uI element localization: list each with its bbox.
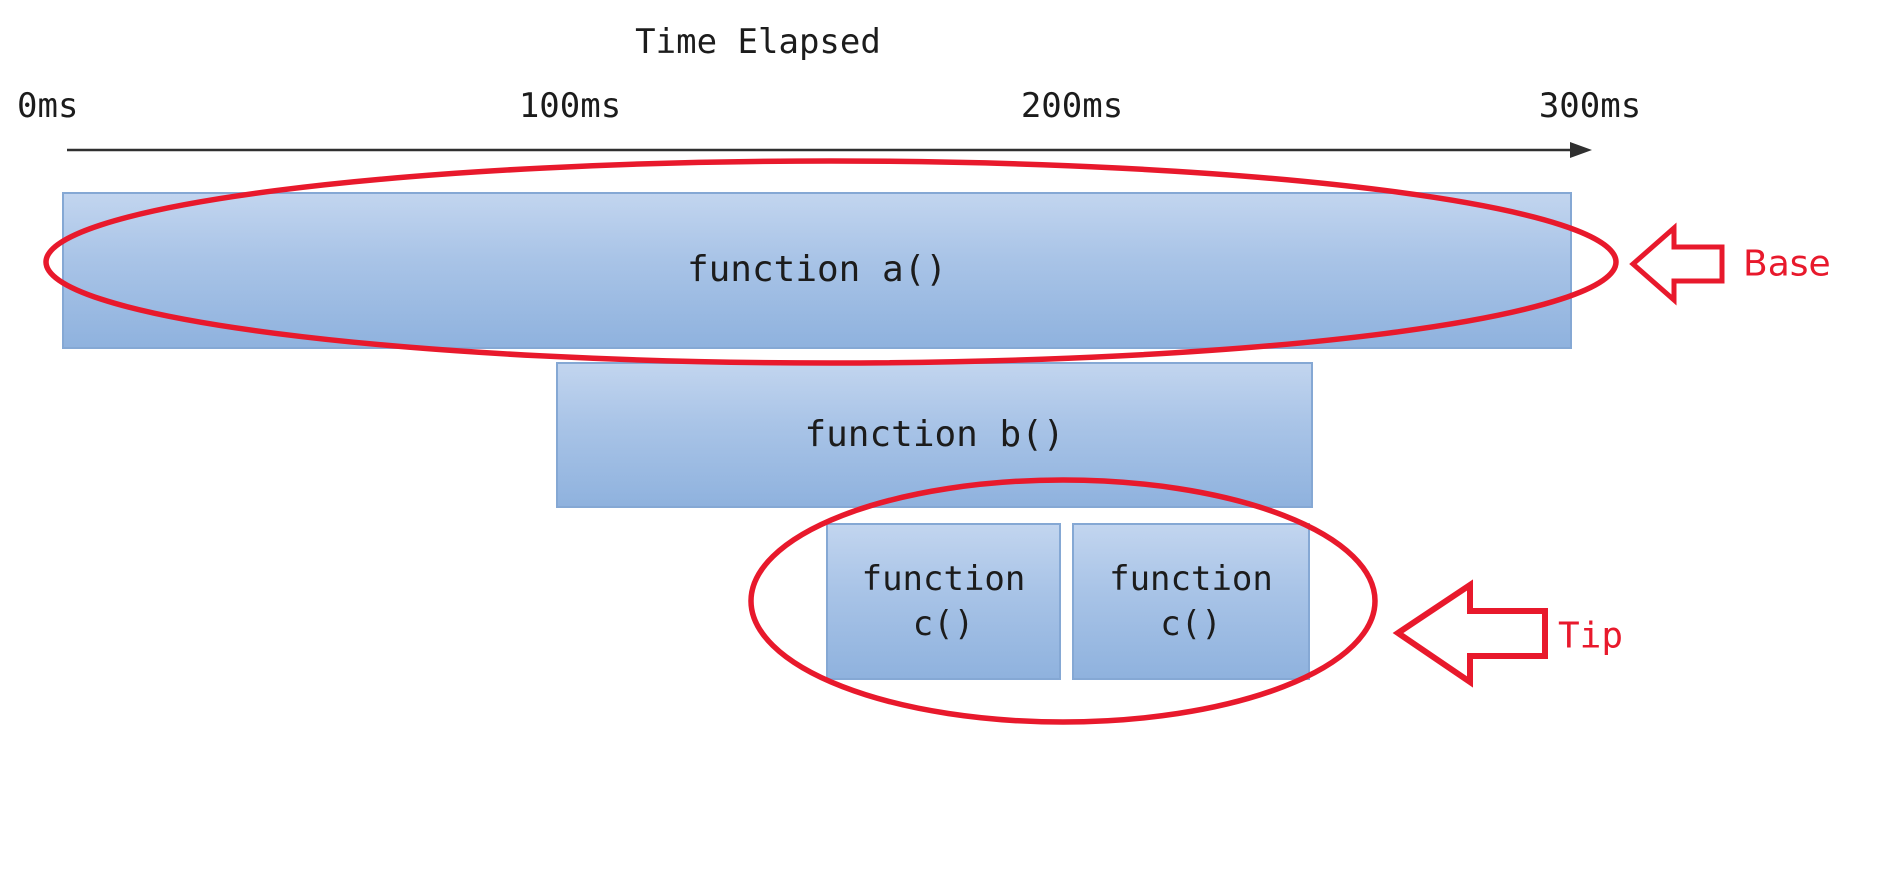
axis-tick-200ms: 200ms — [1020, 86, 1124, 126]
axis-tick-100ms: 100ms — [518, 86, 622, 126]
axis-arrowhead-icon — [1570, 142, 1592, 158]
time-axis-arrow — [67, 142, 1592, 158]
axis-tick-300ms: 300ms — [1538, 86, 1642, 126]
bar-function-b-label: function b() — [804, 413, 1065, 455]
base-arrow-icon — [1629, 222, 1725, 306]
axis-tick-0ms: 0ms — [17, 86, 79, 126]
bar-function-c-first: function c() — [826, 523, 1061, 680]
base-label: Base — [1743, 243, 1831, 285]
tip-label: Tip — [1558, 615, 1624, 657]
axis-title: Time Elapsed — [635, 22, 881, 62]
bar-function-a-label: function a() — [686, 249, 948, 291]
bar-function-c-second-label: function c() — [1109, 559, 1273, 644]
bar-function-b: function b() — [556, 362, 1313, 508]
bar-function-c-first-label: function c() — [861, 559, 1026, 644]
bar-function-a: function a() — [62, 192, 1572, 349]
tip-arrow-icon — [1392, 579, 1548, 688]
bar-function-c-second: function c() — [1072, 523, 1310, 680]
